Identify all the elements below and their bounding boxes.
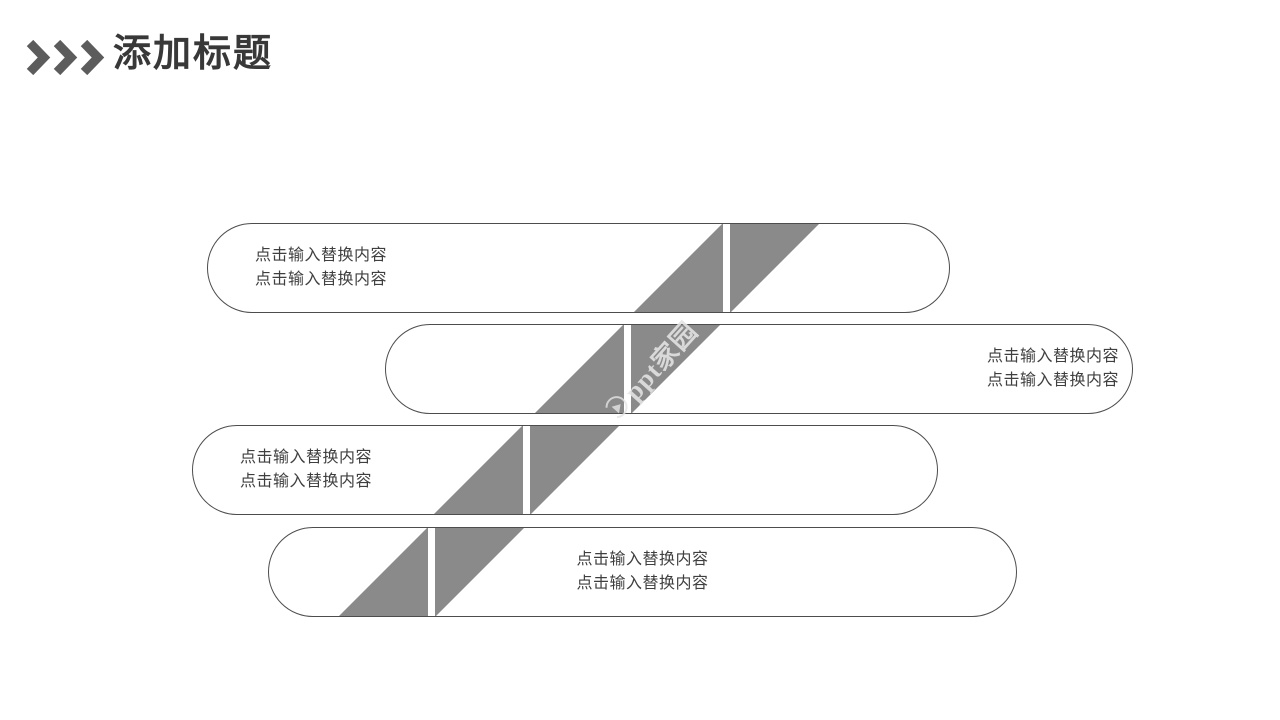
slide-title: 添加标题: [113, 33, 274, 75]
placeholder-line[interactable]: 点击输入替换内容: [986, 372, 1119, 389]
content-bar-1-shape: [207, 223, 950, 313]
triple-chevron-icon: [26, 40, 105, 75]
diagonal-band-segment: [338, 527, 525, 617]
placeholder-text-4[interactable]: 点击输入替换内容 点击输入替换内容: [268, 527, 1017, 617]
content-bar-4[interactable]: 点击输入替换内容 点击输入替换内容: [268, 527, 1017, 617]
placeholder-line[interactable]: 点击输入替换内容: [240, 449, 373, 466]
placeholder-line[interactable]: 点击输入替换内容: [986, 348, 1119, 365]
placeholder-line[interactable]: 点击输入替换内容: [255, 271, 388, 288]
content-bar-3[interactable]: 点击输入替换内容 点击输入替换内容: [192, 425, 938, 515]
placeholder-line[interactable]: 点击输入替换内容: [240, 473, 373, 490]
placeholder-text-1[interactable]: 点击输入替换内容 点击输入替换内容: [255, 223, 387, 313]
content-bar-2-shape: [385, 324, 1133, 414]
placeholder-line[interactable]: 点击输入替换内容: [255, 247, 388, 264]
diagonal-band-segment: [433, 425, 620, 515]
placeholder-line[interactable]: 点击输入替换内容: [576, 551, 709, 568]
placeholder-text-2[interactable]: 点击输入替换内容 点击输入替换内容: [987, 324, 1119, 414]
content-bar-1[interactable]: 点击输入替换内容 点击输入替换内容: [207, 223, 950, 313]
diagonal-band-segment: [534, 324, 721, 414]
placeholder-line[interactable]: 点击输入替换内容: [576, 575, 709, 592]
content-bar-4-shape: [268, 527, 1017, 617]
content-bar-3-shape: [192, 425, 938, 515]
diagonal-band-segment: [633, 223, 820, 313]
content-bar-2[interactable]: 点击输入替换内容 点击输入替换内容: [385, 324, 1133, 414]
placeholder-text-3[interactable]: 点击输入替换内容 点击输入替换内容: [240, 425, 372, 515]
